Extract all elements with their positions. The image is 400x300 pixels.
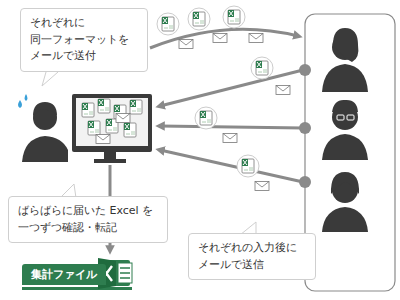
node-text: それぞれの入力後に メールで送信 [198,240,306,273]
file-tab: 集計ファイル [22,264,106,285]
monitor [72,94,152,163]
glasses [337,115,354,120]
node-text: それぞれに 同一フォーマットを メールで送付 [30,15,138,65]
recipients-panel [305,14,395,291]
callout-box: それぞれの入力後に メールで送信 [188,233,316,280]
excel-logo [22,258,132,290]
sender-person [22,102,68,162]
node-text: 集計ファイル [31,267,97,282]
panel-dots [299,64,311,188]
callout-box: それぞれに 同一フォーマットを メールで送付 [20,8,148,72]
sweat-drops [18,94,28,108]
mail-arrows [150,29,303,182]
recipient-people [322,28,368,232]
callout-box: ばらばらに届いた Excel を 一つずつ確認・転記 [8,196,168,243]
node-text: ばらばらに届いた Excel を 一つずつ確認・転記 [18,203,158,236]
file-icons [157,6,290,191]
